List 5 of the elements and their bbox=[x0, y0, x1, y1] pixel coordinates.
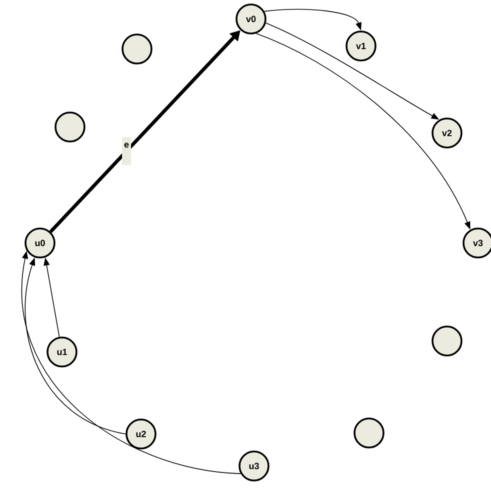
vertex-circle bbox=[354, 418, 384, 448]
vertex-circle bbox=[122, 34, 152, 64]
edge-label: e bbox=[122, 137, 132, 166]
vertex-circle bbox=[54, 112, 86, 142]
vertex-circle bbox=[432, 326, 462, 356]
